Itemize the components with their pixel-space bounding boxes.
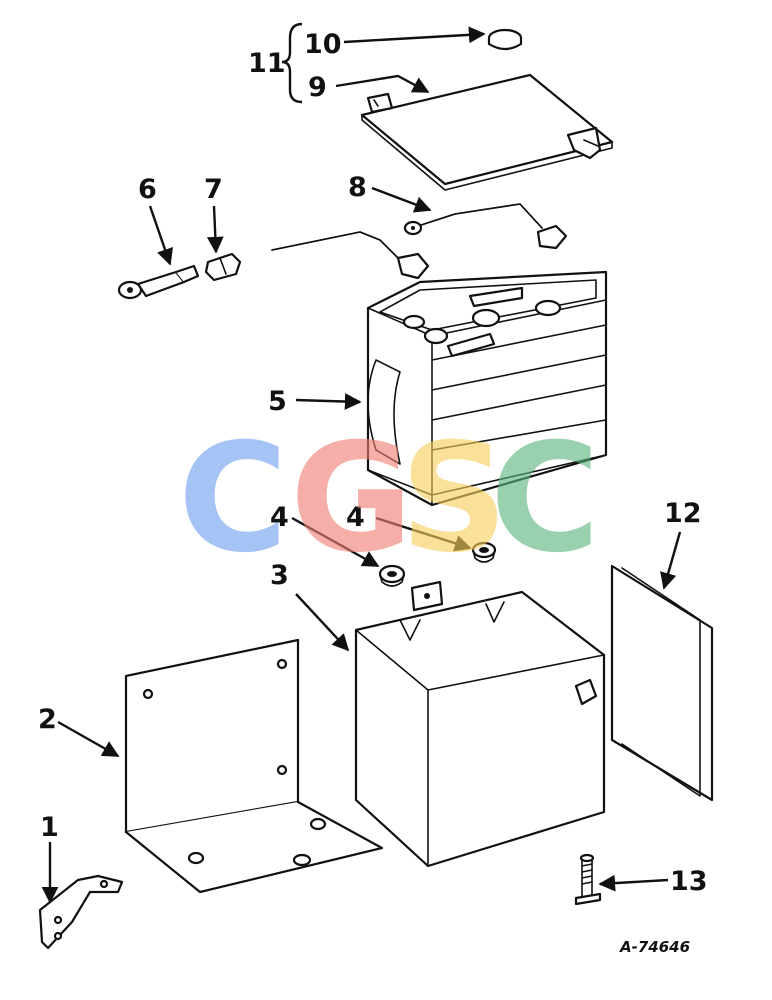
callout-labels: 10 11 9 6 7 8 5 4 4 4 3 12 2 1 13 412 xyxy=(38,29,708,897)
battery-box-part xyxy=(354,580,606,868)
side-plate-part xyxy=(610,564,714,802)
group-brace xyxy=(281,22,303,104)
leader-lines xyxy=(41,26,682,904)
battery-posts xyxy=(402,286,562,358)
watermark-letter-1: C xyxy=(178,412,288,586)
callout-6: 6 xyxy=(138,174,157,205)
watermark-letter-4: C xyxy=(490,412,600,586)
cgsc-watermark: C G S C xyxy=(178,412,600,586)
battery-part xyxy=(366,270,608,507)
grommet-part-left xyxy=(378,564,406,587)
angle-bracket-part xyxy=(38,874,124,950)
mounting-bracket-part xyxy=(124,638,384,894)
callout-4-left: 4 xyxy=(270,502,289,533)
callout-1: 1 xyxy=(40,812,59,843)
callout-10: 10 xyxy=(304,29,342,60)
callout-8: 8 xyxy=(348,172,367,203)
callout-7: 7 xyxy=(204,174,223,205)
callout-11: 11 xyxy=(248,48,286,79)
battery-cover-part xyxy=(360,73,614,191)
callout-4-second: 4 xyxy=(346,502,365,533)
callout-13: 13 xyxy=(670,866,708,897)
drawing-reference-number: A-74646 xyxy=(619,938,690,956)
callout-12-label: 12 xyxy=(664,498,702,529)
callout-5: 5 xyxy=(268,386,287,417)
cap-part xyxy=(487,28,523,51)
bolt-part xyxy=(574,853,602,906)
watermark-letter-2: G xyxy=(290,412,413,586)
callout-2: 2 xyxy=(38,704,57,735)
callout-9: 9 xyxy=(308,72,327,103)
cable-clip-part xyxy=(204,252,242,282)
callout-3: 3 xyxy=(270,560,289,591)
battery-cable-part xyxy=(271,203,568,280)
watermark-letter-3: S xyxy=(400,412,508,586)
terminal-lug-part xyxy=(117,264,200,300)
grommet-part-right xyxy=(471,541,497,563)
